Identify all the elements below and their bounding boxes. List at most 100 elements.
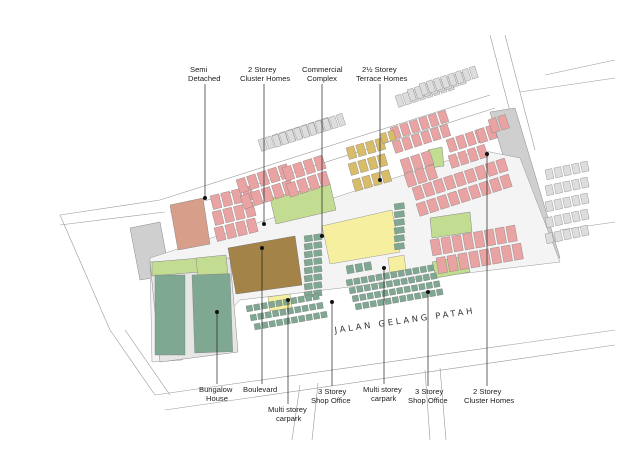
cluster-home-lot: [424, 164, 439, 181]
context-parking-bay: [580, 176, 590, 189]
cluster-home-lot: [235, 176, 250, 194]
shop-office-lot: [403, 285, 411, 293]
cluster-home-lot: [468, 184, 482, 200]
shop-office-lot: [412, 267, 420, 275]
shop-office-lot: [313, 233, 323, 241]
road-edge: [504, 34, 536, 151]
cluster-home-lot: [213, 225, 227, 242]
cluster-home-lot: [224, 222, 238, 240]
label-bungalow-1: Bungalow: [199, 385, 233, 394]
road-edge: [109, 329, 156, 396]
cluster-home-lot: [408, 119, 421, 134]
shop-office-lot: [303, 282, 313, 291]
context-parking-bay: [321, 117, 332, 132]
cluster-home-lot: [220, 190, 234, 208]
shop-office-lot: [253, 322, 262, 331]
shop-office-lot: [267, 300, 276, 309]
shop-office-lot: [261, 321, 269, 329]
cluster-home-lot: [445, 137, 458, 153]
context-parking-bay: [544, 200, 555, 212]
terrace-home-lot: [347, 161, 360, 176]
label-shop-office-left-2: Shop Office: [311, 396, 351, 405]
cluster-home-lot: [426, 197, 440, 214]
shop-office-lot: [345, 264, 355, 275]
shop-office-lot: [257, 312, 265, 320]
annotations: Semi Detached 2 Storey Cluster Homes Com…: [188, 65, 514, 423]
shop-office-lot: [384, 297, 392, 305]
road-edge: [159, 94, 491, 201]
cluster-home-lot: [233, 204, 246, 221]
road-edge: [59, 199, 161, 216]
context-parking-bay: [553, 214, 563, 227]
shop-office-lot: [399, 294, 407, 303]
cluster-home-lot: [495, 157, 509, 174]
cluster-home-lot: [497, 114, 510, 131]
cluster-home-lot: [439, 123, 452, 139]
label-carpark-right-1: Multi storey: [363, 385, 402, 394]
shop-office-lot: [354, 302, 363, 311]
shop-office-lot: [393, 226, 405, 235]
context-parking-bay: [580, 208, 590, 221]
shop-office-lot: [348, 286, 357, 295]
cluster-home-lot: [209, 193, 223, 210]
terrace-home-lot: [379, 132, 389, 144]
shop-office-lot: [286, 307, 295, 315]
terrace-home-lot: [351, 177, 364, 192]
shop-office-lot: [430, 272, 438, 280]
terrace-home-lot: [365, 140, 377, 155]
shop-office-lot: [356, 285, 364, 293]
label-semi-detached-1: Semi: [190, 65, 208, 74]
shop-office-lot: [313, 265, 323, 273]
shop-office-lot: [303, 242, 313, 251]
cluster-home-lot: [505, 224, 518, 243]
cluster-home-lot: [267, 166, 281, 184]
cluster-home-lot: [418, 116, 431, 131]
label-cluster-homes-top-2: Cluster Homes: [240, 74, 290, 83]
road-edge: [544, 59, 616, 76]
context-parking-bay: [286, 129, 296, 143]
shop-office-lot: [415, 275, 423, 283]
shop-office-lot: [313, 273, 323, 281]
shop-office-lot: [351, 294, 360, 303]
label-shop-office-right-2: Shop Office: [408, 396, 448, 405]
label-shop-office-left-1: 3 Storey: [318, 387, 346, 396]
cluster-home-lot: [292, 161, 306, 179]
cluster-home-lot: [271, 182, 285, 200]
cluster-home-lot: [446, 254, 459, 273]
cluster-home-lot: [437, 109, 450, 125]
context-parking-bay: [553, 182, 563, 195]
shop-office-lot: [378, 281, 386, 289]
cluster-home-lot: [455, 134, 468, 150]
semi-detached-block: [169, 197, 211, 251]
cluster-home-lot: [296, 177, 310, 195]
cluster-home-lot: [499, 173, 513, 190]
context-parking-bay: [553, 230, 563, 243]
cluster-home-lot: [485, 161, 499, 177]
shop-office-lot: [320, 311, 328, 319]
shop-office-lot: [353, 277, 361, 285]
shop-office-lot: [253, 303, 261, 311]
road-name-label: JALAN GELANG PATAH: [333, 305, 476, 335]
cluster-home-lot: [447, 190, 461, 207]
cluster-home-lot: [285, 180, 300, 198]
label-carpark-left-2: carpark: [276, 414, 302, 423]
cluster-home-lot: [415, 200, 429, 217]
context-parking-bay: [257, 137, 268, 152]
shop-office-lot: [393, 210, 405, 219]
cluster-home-lot: [391, 139, 404, 154]
shop-office-lot: [376, 298, 385, 307]
cluster-home-lot: [487, 117, 501, 134]
context-parking-bay: [264, 135, 275, 150]
shop-office-lot: [308, 303, 317, 311]
cluster-home-lot: [479, 248, 492, 267]
context-parking-bay: [271, 133, 282, 148]
cluster-home-lot: [422, 181, 436, 198]
shop-office-lot: [275, 318, 284, 327]
cluster-home-lot: [222, 206, 236, 224]
terrace-home-lot: [376, 153, 389, 168]
shop-office-lot: [249, 313, 258, 322]
cluster-home-lot: [427, 112, 440, 128]
context-parking-bay: [418, 81, 429, 96]
cluster-home-lot: [410, 133, 423, 148]
